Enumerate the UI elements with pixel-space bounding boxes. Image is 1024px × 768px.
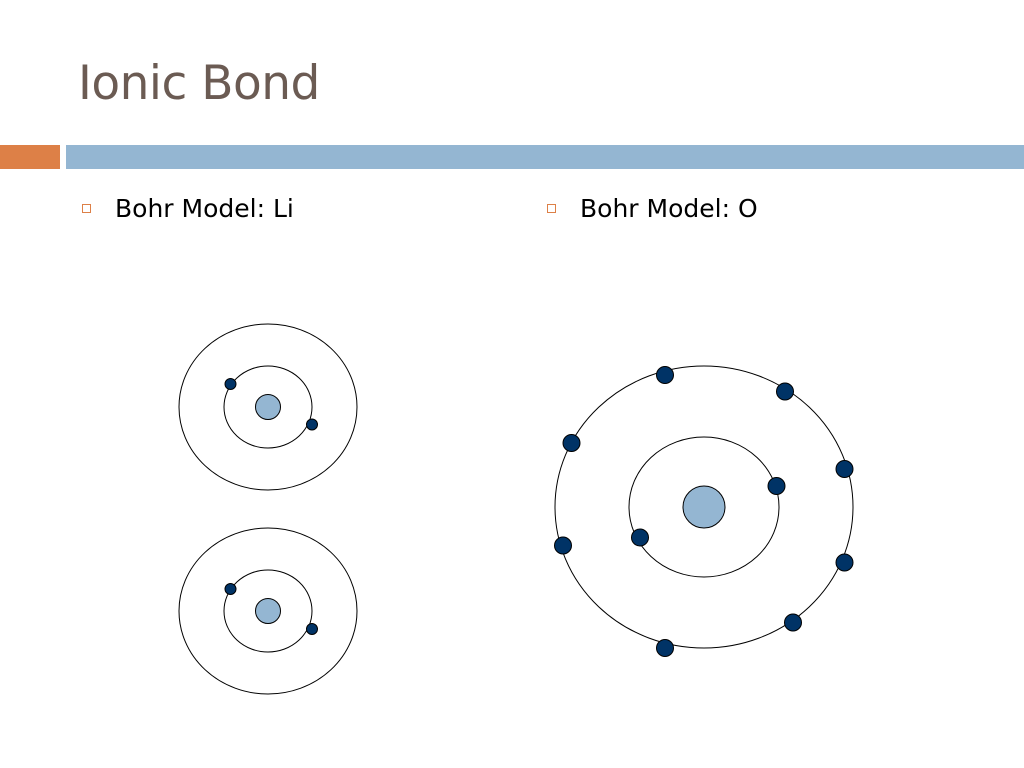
electron <box>562 434 581 452</box>
inner-orbit <box>223 365 313 449</box>
outer-orbit <box>554 365 854 649</box>
electron <box>835 553 854 572</box>
outer-orbit <box>178 323 358 491</box>
electron <box>767 477 786 495</box>
bullet-bohr-model-o: Bohr Model: O <box>547 190 758 226</box>
nucleus <box>682 485 726 529</box>
inner-orbit <box>223 569 313 653</box>
bohr-model-li-atom-2 <box>178 527 358 695</box>
electron <box>224 583 237 595</box>
bohr-model-o-atom <box>554 365 854 657</box>
electron <box>631 528 649 547</box>
electron <box>656 366 674 384</box>
accent-bar-blue <box>66 145 1024 169</box>
nucleus <box>255 394 281 420</box>
electron <box>306 623 318 635</box>
electron <box>776 382 794 401</box>
bullet-label: Bohr Model: O <box>580 193 758 223</box>
bullet-label: Bohr Model: Li <box>115 193 294 223</box>
electron <box>835 460 854 478</box>
electron <box>656 639 674 657</box>
nucleus <box>255 598 281 624</box>
slide-title: Ionic Bond <box>78 56 320 111</box>
bohr-model-li-atom-1 <box>178 323 358 491</box>
square-bullet-icon <box>547 203 556 213</box>
electron <box>224 378 237 390</box>
outer-orbit <box>178 527 358 695</box>
bullet-bohr-model-li: Bohr Model: Li <box>82 190 294 226</box>
electron <box>306 418 318 431</box>
square-bullet-icon <box>82 203 91 213</box>
accent-bar-orange <box>0 145 60 169</box>
electron <box>554 536 572 555</box>
electron <box>784 613 802 632</box>
inner-orbit <box>628 436 780 578</box>
